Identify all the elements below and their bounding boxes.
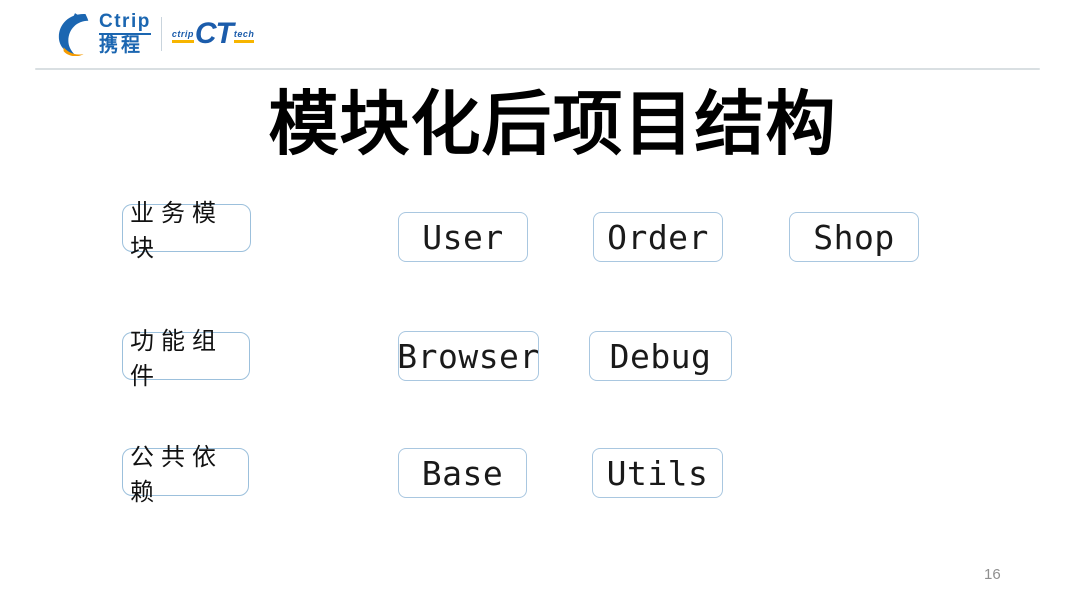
slide-title: 模块化后项目结构 — [268, 85, 837, 163]
module-box-browser: Browser — [397, 331, 539, 381]
header-divider — [35, 68, 1040, 70]
module-box-debug: Debug — [589, 331, 732, 381]
module-box-user: User — [398, 212, 528, 262]
group-label-common-dependencies: 公共依赖 — [122, 445, 249, 506]
ctrip-tech-right-label: tech — [233, 29, 255, 43]
ctrip-wordmark-cn: 携程 — [99, 35, 144, 56]
ctrip-tech-logo: ctrip CT tech — [171, 17, 255, 50]
group-label-feature-components: 功能组件 — [122, 329, 250, 390]
ctrip-logo: Ctrip 携程 — [56, 12, 151, 56]
ctrip-dolphin-icon — [58, 13, 89, 56]
module-box-shop: Shop — [789, 212, 919, 262]
page-number: 16 — [984, 566, 1001, 583]
module-box-utils: Utils — [592, 448, 723, 498]
ctrip-tech-mark: CT — [194, 17, 234, 50]
logo-separator — [160, 17, 162, 51]
ctrip-tech-left-label: ctrip — [171, 29, 194, 43]
header-logo-block: Ctrip 携程 ctrip CT tech — [56, 8, 255, 60]
ctrip-wordmark: Ctrip 携程 — [99, 12, 151, 56]
module-box-base: Base — [398, 448, 527, 498]
ctrip-wordmark-en: Ctrip — [99, 12, 151, 35]
group-label-business-modules: 业务模块 — [122, 201, 251, 262]
module-box-order: Order — [593, 212, 723, 262]
